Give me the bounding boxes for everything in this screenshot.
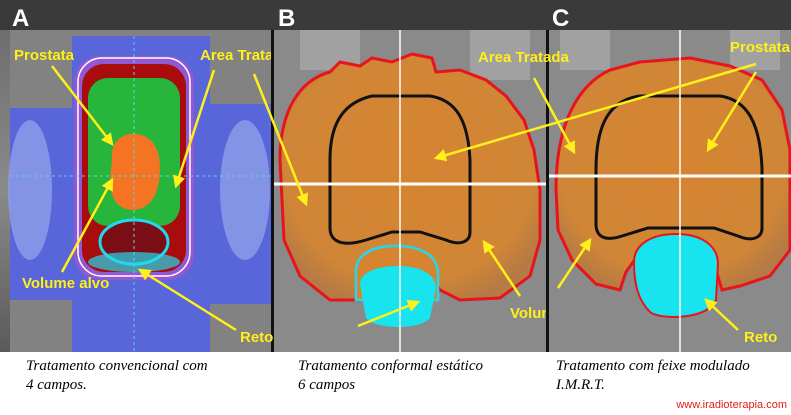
top-band (0, 0, 791, 30)
panel-b-label-reto: Reto (240, 329, 273, 346)
panel-a: A Prostata Area Tratada Volume alvo (8, 5, 292, 352)
panel-a-prostate (110, 134, 160, 210)
panel-a-letter: A (12, 5, 29, 32)
caption-c-line2: I.M.R.T. (556, 376, 789, 395)
caption-c-line1: Tratamento com feixe modulado (556, 357, 789, 376)
caption-a-line2: 4 campos. (26, 376, 208, 395)
caption-a-line1: Tratamento convencional com (26, 357, 208, 376)
panel-b-rectum (360, 266, 436, 327)
caption-a: Tratamento convencional com 4 campos. (26, 357, 208, 395)
panel-c-label-prostata: Prostata (730, 39, 791, 56)
watermark: www.iradioterapia.com (676, 399, 787, 411)
caption-b-line1: Tratamento conformal estático (298, 357, 483, 376)
caption-c: Tratamento com feixe modulado I.M.R.T. (556, 357, 789, 395)
panel-a-label-prostata: Prostata (14, 47, 75, 64)
panel-c-rectum (634, 234, 718, 317)
panel-c-label-reto: Reto (744, 329, 777, 346)
panel-c-label-area: Area Tratada (478, 49, 570, 66)
caption-b: Tratamento conformal estático 6 campos (298, 357, 483, 395)
caption-b-line2: 6 campos (298, 376, 483, 395)
panel-b-letter: B (278, 5, 295, 32)
panel-a-label-volume: Volume alvo (22, 275, 109, 292)
panel-c-letter: C (552, 5, 569, 32)
